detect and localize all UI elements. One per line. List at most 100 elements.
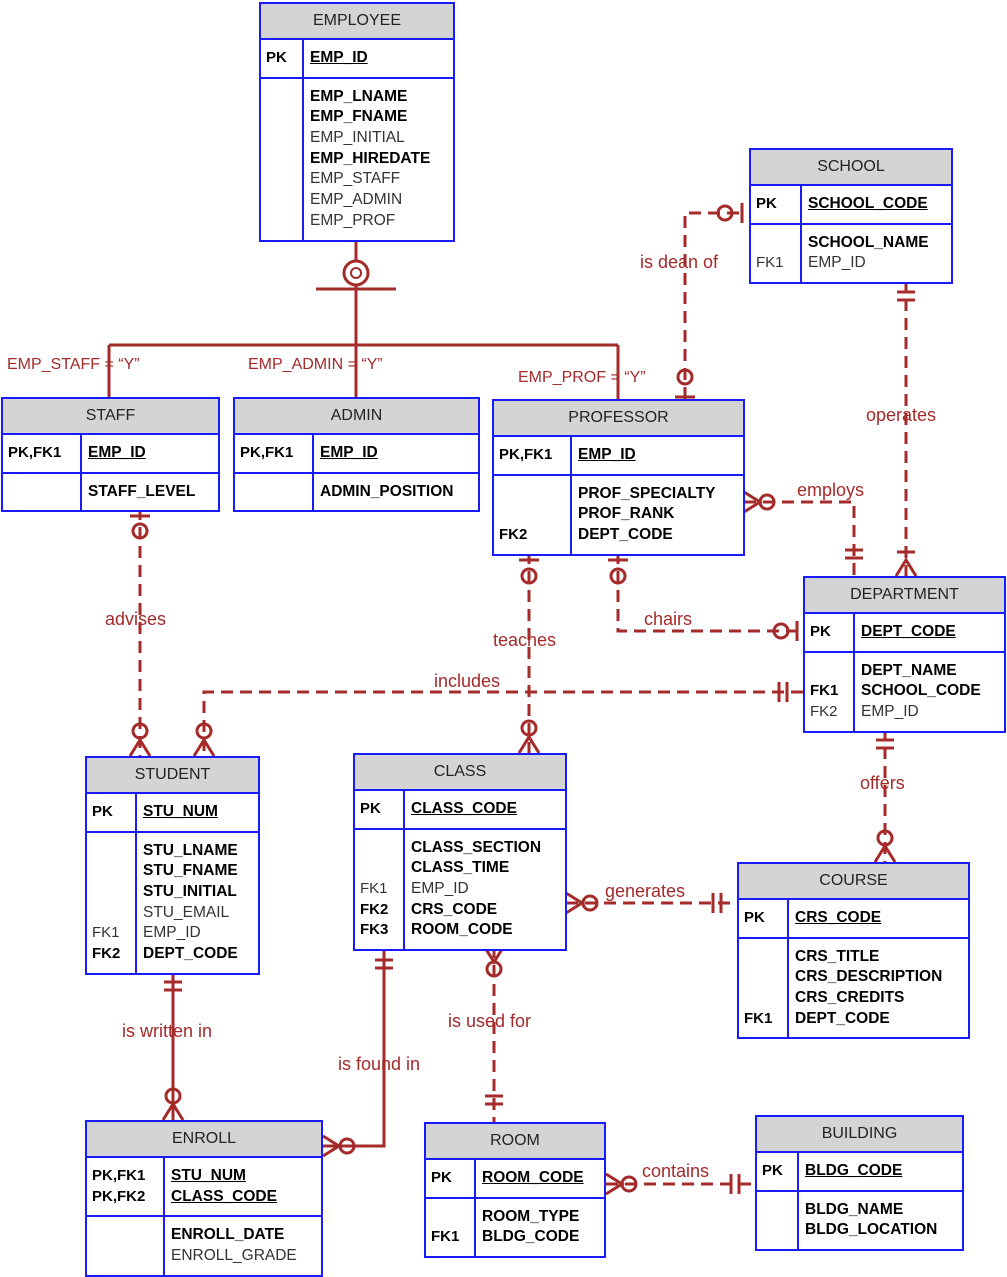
attribute-section: STAFF_LEVEL xyxy=(3,471,218,511)
rel-employs xyxy=(743,490,863,576)
attribute-section: FK1 FK2 STU_LNAME STU_FNAME STU_INITIAL … xyxy=(87,830,258,973)
key-type: PK,FK1 xyxy=(92,1167,146,1184)
entity-employee: EMPLOYEE PK EMP_ID EMP_LNAME EMP_FNAME E… xyxy=(259,2,455,242)
key-type: PK xyxy=(431,1169,452,1186)
entity-building: BUILDING PK BLDG_CODE BLDG_NAME BLDG_LOC… xyxy=(755,1115,964,1252)
entity-title: ENROLL xyxy=(87,1122,321,1158)
key-section: PK SCHOOL_CODE xyxy=(751,186,951,223)
label-is-written-in: is written in xyxy=(122,1021,213,1041)
attribute-section: FK1 FK2 DEPT_NAME SCHOOL_CODE EMP_ID xyxy=(805,650,1004,731)
key-section: PK,FK1 EMP_ID xyxy=(235,435,478,472)
rel-is-used-for xyxy=(482,945,506,1122)
attribute: EMP_ID xyxy=(310,49,368,66)
attribute: CRS_CODE xyxy=(795,909,882,926)
entity-professor: PROFESSOR PK,FK1 EMP_ID FK2 PROF_SPECIAL… xyxy=(492,399,745,556)
key-type: FK2 xyxy=(92,945,121,963)
rel-generates xyxy=(565,891,737,915)
attribute: CRS_CREDITS xyxy=(795,989,905,1007)
label-contains: contains xyxy=(642,1161,710,1181)
entity-admin: ADMIN PK,FK1 EMP_ID ADMIN_POSITION xyxy=(233,397,480,513)
label-is-dean-of: is dean of xyxy=(640,252,719,272)
rel-is-found-in xyxy=(322,946,393,1158)
entity-title: EMPLOYEE xyxy=(261,4,453,40)
attribute: STU_FNAME xyxy=(143,862,238,880)
key-type: PK xyxy=(762,1162,783,1179)
label-is-found-in: is found in xyxy=(338,1054,421,1074)
attribute: EMP_STAFF xyxy=(310,170,401,188)
rel-teaches xyxy=(517,552,541,754)
key-type: PK,FK1 xyxy=(240,444,294,461)
attribute: BLDG_CODE xyxy=(482,1228,580,1246)
entity-enroll: ENROLL PK,FK1 PK,FK2 STU_NUM CLASS_CODE … xyxy=(85,1120,323,1277)
attribute: ENROLL_GRADE xyxy=(171,1247,297,1265)
attribute: DEPT_NAME xyxy=(861,661,957,679)
attribute-section: ADMIN_POSITION xyxy=(235,471,478,511)
attribute: EMP_ID xyxy=(808,254,866,272)
attribute: EMP_ID xyxy=(143,924,201,942)
entity-department: DEPARTMENT PK DEPT_CODE FK1 FK2 DEPT_NAM… xyxy=(803,576,1006,733)
entity-title: STAFF xyxy=(3,399,218,435)
label-emp-admin-condition: EMP_ADMIN = “Y” xyxy=(248,356,383,373)
rel-offers xyxy=(873,728,897,863)
key-section: PK,FK1 EMP_ID xyxy=(3,435,218,472)
attribute: BLDG_NAME xyxy=(805,1200,904,1218)
attribute: BLDG_LOCATION xyxy=(805,1221,938,1239)
key-type: FK2 xyxy=(360,900,389,918)
key-section: PK CRS_CODE xyxy=(739,900,968,937)
attribute: DEPT_CODE xyxy=(861,623,956,640)
key-type: PK,FK1 xyxy=(499,446,553,463)
attribute: EMP_FNAME xyxy=(310,108,408,126)
attribute: EMP_ID xyxy=(861,703,919,721)
attribute-section: FK1 SCHOOL_NAME EMP_ID xyxy=(751,222,951,283)
attribute: STU_NUM xyxy=(171,1167,246,1184)
key-type: FK1 xyxy=(744,1009,773,1027)
entity-title: BUILDING xyxy=(757,1117,962,1153)
key-type: PK,FK1 xyxy=(8,444,62,461)
label-chairs: chairs xyxy=(644,609,693,629)
key-type: FK1 xyxy=(756,254,784,272)
attribute: BLDG_CODE xyxy=(805,1162,903,1179)
label-offers: offers xyxy=(860,773,905,793)
attribute: PROF_SPECIALTY xyxy=(578,484,716,502)
subtype-hierarchy xyxy=(107,236,620,399)
attribute-section: FK1 CRS_TITLE CRS_DESCRIPTION CRS_CREDIT… xyxy=(739,936,968,1038)
key-type: PK xyxy=(360,800,381,817)
attribute-section: FK1 ROOM_TYPE BLDG_CODE xyxy=(426,1196,604,1257)
entity-title: DEPARTMENT xyxy=(805,578,1004,614)
attribute: ROOM_TYPE xyxy=(482,1207,580,1225)
attribute: SCHOOL_NAME xyxy=(808,233,929,251)
attribute: CRS_TITLE xyxy=(795,947,880,965)
key-section: PK EMP_ID xyxy=(261,40,453,77)
attribute: ENROLL_DATE xyxy=(171,1226,285,1244)
attribute: EMP_LNAME xyxy=(310,87,408,105)
attribute: EMP_INITIAL xyxy=(310,129,405,147)
label-generates: generates xyxy=(605,881,686,901)
key-type: FK1 xyxy=(92,924,120,942)
key-section: PK DEPT_CODE xyxy=(805,614,1004,651)
attribute-section: BLDG_NAME BLDG_LOCATION xyxy=(757,1189,962,1250)
entity-course: COURSE PK CRS_CODE FK1 CRS_TITLE CRS_DES… xyxy=(737,862,970,1040)
key-type: PK xyxy=(756,195,777,212)
key-section: PK BLDG_CODE xyxy=(757,1153,962,1190)
rel-is-dean-of xyxy=(675,203,744,399)
rel-is-written-in xyxy=(161,970,185,1121)
attribute-section: FK1 FK2 FK3 CLASS_SECTION CLASS_TIME EMP… xyxy=(355,827,565,950)
attribute: EMP_PROF xyxy=(310,211,396,229)
entity-title: CLASS xyxy=(355,755,565,791)
attribute: SCHOOL_CODE xyxy=(861,682,981,700)
key-type: PK xyxy=(810,623,831,640)
attribute: EMP_ID xyxy=(578,446,636,463)
attribute: SCHOOL_CODE xyxy=(808,195,928,212)
attribute: STU_INITIAL xyxy=(143,883,237,901)
key-type: PK xyxy=(92,803,113,820)
attribute: CLASS_TIME xyxy=(411,859,510,877)
attribute: ROOM_CODE xyxy=(482,1169,584,1186)
key-section: PK CLASS_CODE xyxy=(355,791,565,828)
key-section: PK,FK1 PK,FK2 STU_NUM CLASS_CODE xyxy=(87,1158,321,1216)
key-type: FK2 xyxy=(499,526,528,544)
label-emp-prof-condition: EMP_PROF = “Y” xyxy=(518,369,646,386)
label-operates: operates xyxy=(866,405,937,425)
attribute: DEPT_CODE xyxy=(578,526,673,544)
attribute: ADMIN_POSITION xyxy=(320,482,454,500)
key-type: PK xyxy=(266,49,287,66)
